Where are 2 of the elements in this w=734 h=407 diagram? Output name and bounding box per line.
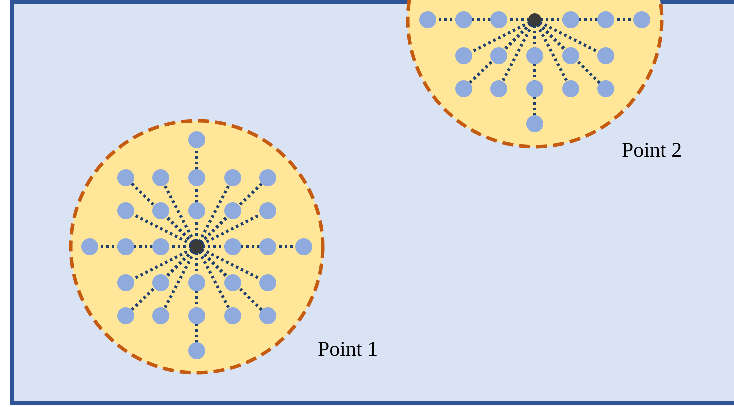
point-label: Point 1 (318, 337, 378, 362)
point-label: Point 2 (622, 138, 682, 163)
